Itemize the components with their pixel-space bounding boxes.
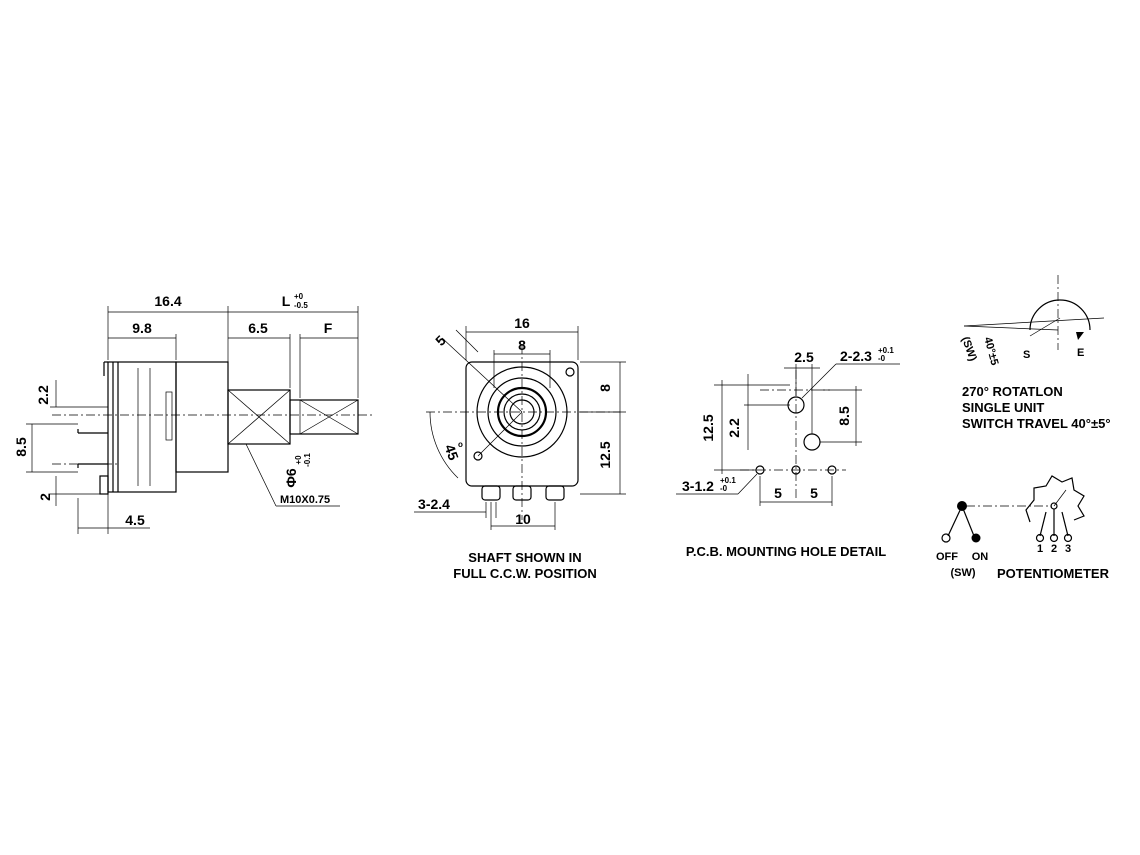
dim-pin-hole: 3-1.2 — [682, 478, 714, 494]
shaft-diameter: Φ6 — [283, 468, 299, 487]
dim-hole-offset: 2.5 — [794, 349, 814, 365]
dim-upper-pin: 2.2 — [35, 385, 51, 405]
side-view: 16.4 9.8 6.5 F L +0 -0.5 2.2 8.5 2 4.5 — [13, 292, 372, 534]
thread-spec: M10X0.75 — [280, 494, 330, 506]
dim-mount-hole-tol-bottom: -0 — [878, 354, 886, 363]
dim-bracket: 4.5 — [125, 512, 145, 528]
dim-angle-five: 5 — [432, 332, 449, 349]
pcb-view: 2.5 2-2.3 +0.1 -0 12.5 2.2 8.5 3-1.2 +0.… — [676, 346, 900, 559]
front-view: 16 8 5 45 o 8 12.5 3-2.4 10 — [414, 315, 626, 581]
schematic-caption: POTENTIOMETER — [997, 566, 1110, 581]
rotation-view: S E 40°±5 (SW) 270° ROTATLON SINGLE UNIT… — [959, 275, 1111, 431]
pin-3-label: 3 — [1065, 543, 1071, 555]
dim-pin-span: 8.5 — [13, 437, 29, 457]
side-callouts: M10X0.75 Φ6 +0 -0.1 — [245, 443, 340, 507]
dim-front-lower: 12.5 — [597, 441, 613, 468]
dim-front-upper: 8 — [597, 384, 613, 392]
dim-body-length: 9.8 — [132, 320, 152, 336]
dim-thread-length: 6.5 — [248, 320, 268, 336]
rotation-spec-line1: 270° ROTATLON — [962, 384, 1063, 399]
dim-pitch-a: 5 — [774, 485, 782, 501]
shaft-diameter-tol-top: +0 — [294, 455, 303, 465]
dim-pin-hole-tol-bottom: -0 — [720, 484, 728, 493]
dim-shaft-length: L — [282, 293, 291, 309]
front-dimensions: 16 8 5 45 o 8 12.5 3-2.4 10 — [414, 315, 626, 530]
schematic: OFF ON (SW) 1 2 3 POTENTIOMETER — [936, 475, 1110, 581]
shaft — [289, 399, 359, 435]
dim-pin-count: 3-2.4 — [418, 496, 450, 512]
mount-hole-lower — [803, 433, 821, 451]
dim-mount-hole-tol-top: +0.1 — [878, 346, 894, 355]
dim-flat-length: F — [324, 320, 333, 336]
side-dimensions-top: 16.4 9.8 6.5 F L +0 -0.5 — [107, 292, 359, 398]
switch-symbol — [941, 501, 1052, 543]
potentiometer-symbol — [1025, 475, 1085, 543]
dim-angle: 45 — [442, 442, 462, 462]
start-label: S — [1023, 349, 1030, 361]
switch-on-label: ON — [972, 551, 989, 563]
end-arrow — [1076, 332, 1084, 340]
pin-1-label: 1 — [1037, 543, 1043, 555]
side-view-body — [77, 361, 229, 495]
rotation-arc — [1029, 299, 1091, 331]
switch-off-label: OFF — [936, 551, 958, 563]
threaded-bushing — [227, 389, 291, 445]
dim-pin-hole-tol-top: +0.1 — [720, 476, 736, 485]
dim-lower-pin: 2 — [37, 493, 53, 501]
pcb-caption: P.C.B. MOUNTING HOLE DETAIL — [686, 544, 886, 559]
dim-mount-hole: 2-2.3 — [840, 348, 872, 364]
rotation-spec-line3: SWITCH TRAVEL 40°±5° — [962, 416, 1111, 431]
switch-angle-sw-label: (SW) — [959, 335, 979, 363]
switch-angle-label: 40°±5 — [981, 336, 1000, 367]
front-caption-line1: SHAFT SHOWN IN — [468, 550, 581, 565]
dim-pcb-height: 12.5 — [700, 414, 716, 441]
dim-front-width: 16 — [514, 315, 530, 331]
pin-2-label: 2 — [1051, 543, 1057, 555]
front-caption-line2: FULL C.C.W. POSITION — [453, 566, 596, 581]
dim-shaft-length-tol-bottom: -0.5 — [294, 301, 308, 310]
dim-hole-span: 8.5 — [836, 406, 852, 426]
dim-overall-length: 16.4 — [154, 293, 181, 309]
dim-shaft-length-tol-top: +0 — [294, 292, 304, 301]
side-dimensions-left: 2.2 8.5 2 4.5 — [13, 380, 150, 534]
dim-bushing-width: 8 — [518, 337, 526, 353]
dim-pin-pitch: 10 — [515, 511, 531, 527]
rotation-spec-line2: SINGLE UNIT — [962, 400, 1044, 415]
dim-pitch-b: 5 — [810, 485, 818, 501]
dim-angle-unit: o — [458, 440, 463, 449]
resistor-track — [1025, 475, 1085, 523]
shaft-diameter-tol-bottom: -0.1 — [303, 453, 312, 467]
end-label: E — [1077, 347, 1084, 359]
dim-pcb-small: 2.2 — [726, 418, 742, 438]
pcb-dimensions: 2.5 2-2.3 +0.1 -0 12.5 2.2 8.5 3-1.2 +0.… — [676, 346, 900, 506]
switch-sw-label: (SW) — [950, 567, 975, 579]
